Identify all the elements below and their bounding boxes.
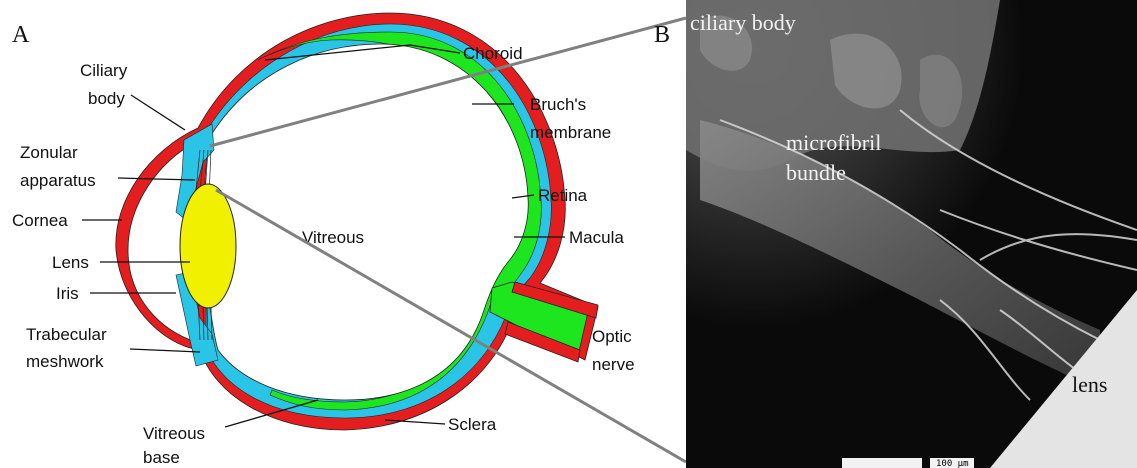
svg-text:Zonular apparatus: Zonular apparatus xyxy=(20,143,96,190)
label-zonular-1: Zonular xyxy=(20,143,78,162)
panel-b-sem-image xyxy=(686,0,1137,468)
svg-text:Vitreous base: Vitreous base xyxy=(143,424,210,467)
scale-bar-label: 100 μm xyxy=(936,459,969,468)
label-retina: Retina xyxy=(538,186,588,205)
panel-a-letter: A xyxy=(12,22,30,48)
label-bruchs-1: Bruch's xyxy=(530,95,586,114)
label-ciliary-body-2: body xyxy=(88,89,125,108)
label-optic-nerve-1: Optic xyxy=(592,327,632,346)
label-choroid: Choroid xyxy=(463,44,523,63)
panel-b-letter: B xyxy=(654,22,670,48)
label-zonular-2: apparatus xyxy=(20,171,96,190)
label-bruchs-2: membrane xyxy=(530,123,611,142)
panel-a: A xyxy=(12,13,636,467)
label-trabecular-2: meshwork xyxy=(26,352,104,371)
label-optic-nerve-2: nerve xyxy=(592,355,635,374)
svg-text:Trabecular meshwork: Trabecular meshwork xyxy=(26,325,111,371)
svg-text:Optic nerve: Optic nerve xyxy=(592,327,636,374)
label-cornea: Cornea xyxy=(12,211,68,230)
sem-label-bundle: bundle xyxy=(786,160,846,185)
sem-label-ciliary-body: ciliary body xyxy=(690,10,796,35)
label-iris: Iris xyxy=(56,284,79,303)
label-vitreous-base-2: base xyxy=(143,448,180,467)
lens-shape xyxy=(180,184,236,308)
label-lens: Lens xyxy=(52,253,89,272)
label-vitreous-base-1: Vitreous xyxy=(143,424,205,443)
label-trabecular-1: Trabecular xyxy=(26,325,107,344)
sem-label-lens: lens xyxy=(1072,372,1107,397)
sem-label-microfibril: microfibril xyxy=(786,130,881,155)
label-macula: Macula xyxy=(569,228,624,247)
svg-text:Ciliary body: Ciliary body xyxy=(80,61,132,108)
label-ciliary-body-1: Ciliary xyxy=(80,61,128,80)
label-sclera: Sclera xyxy=(448,415,497,434)
